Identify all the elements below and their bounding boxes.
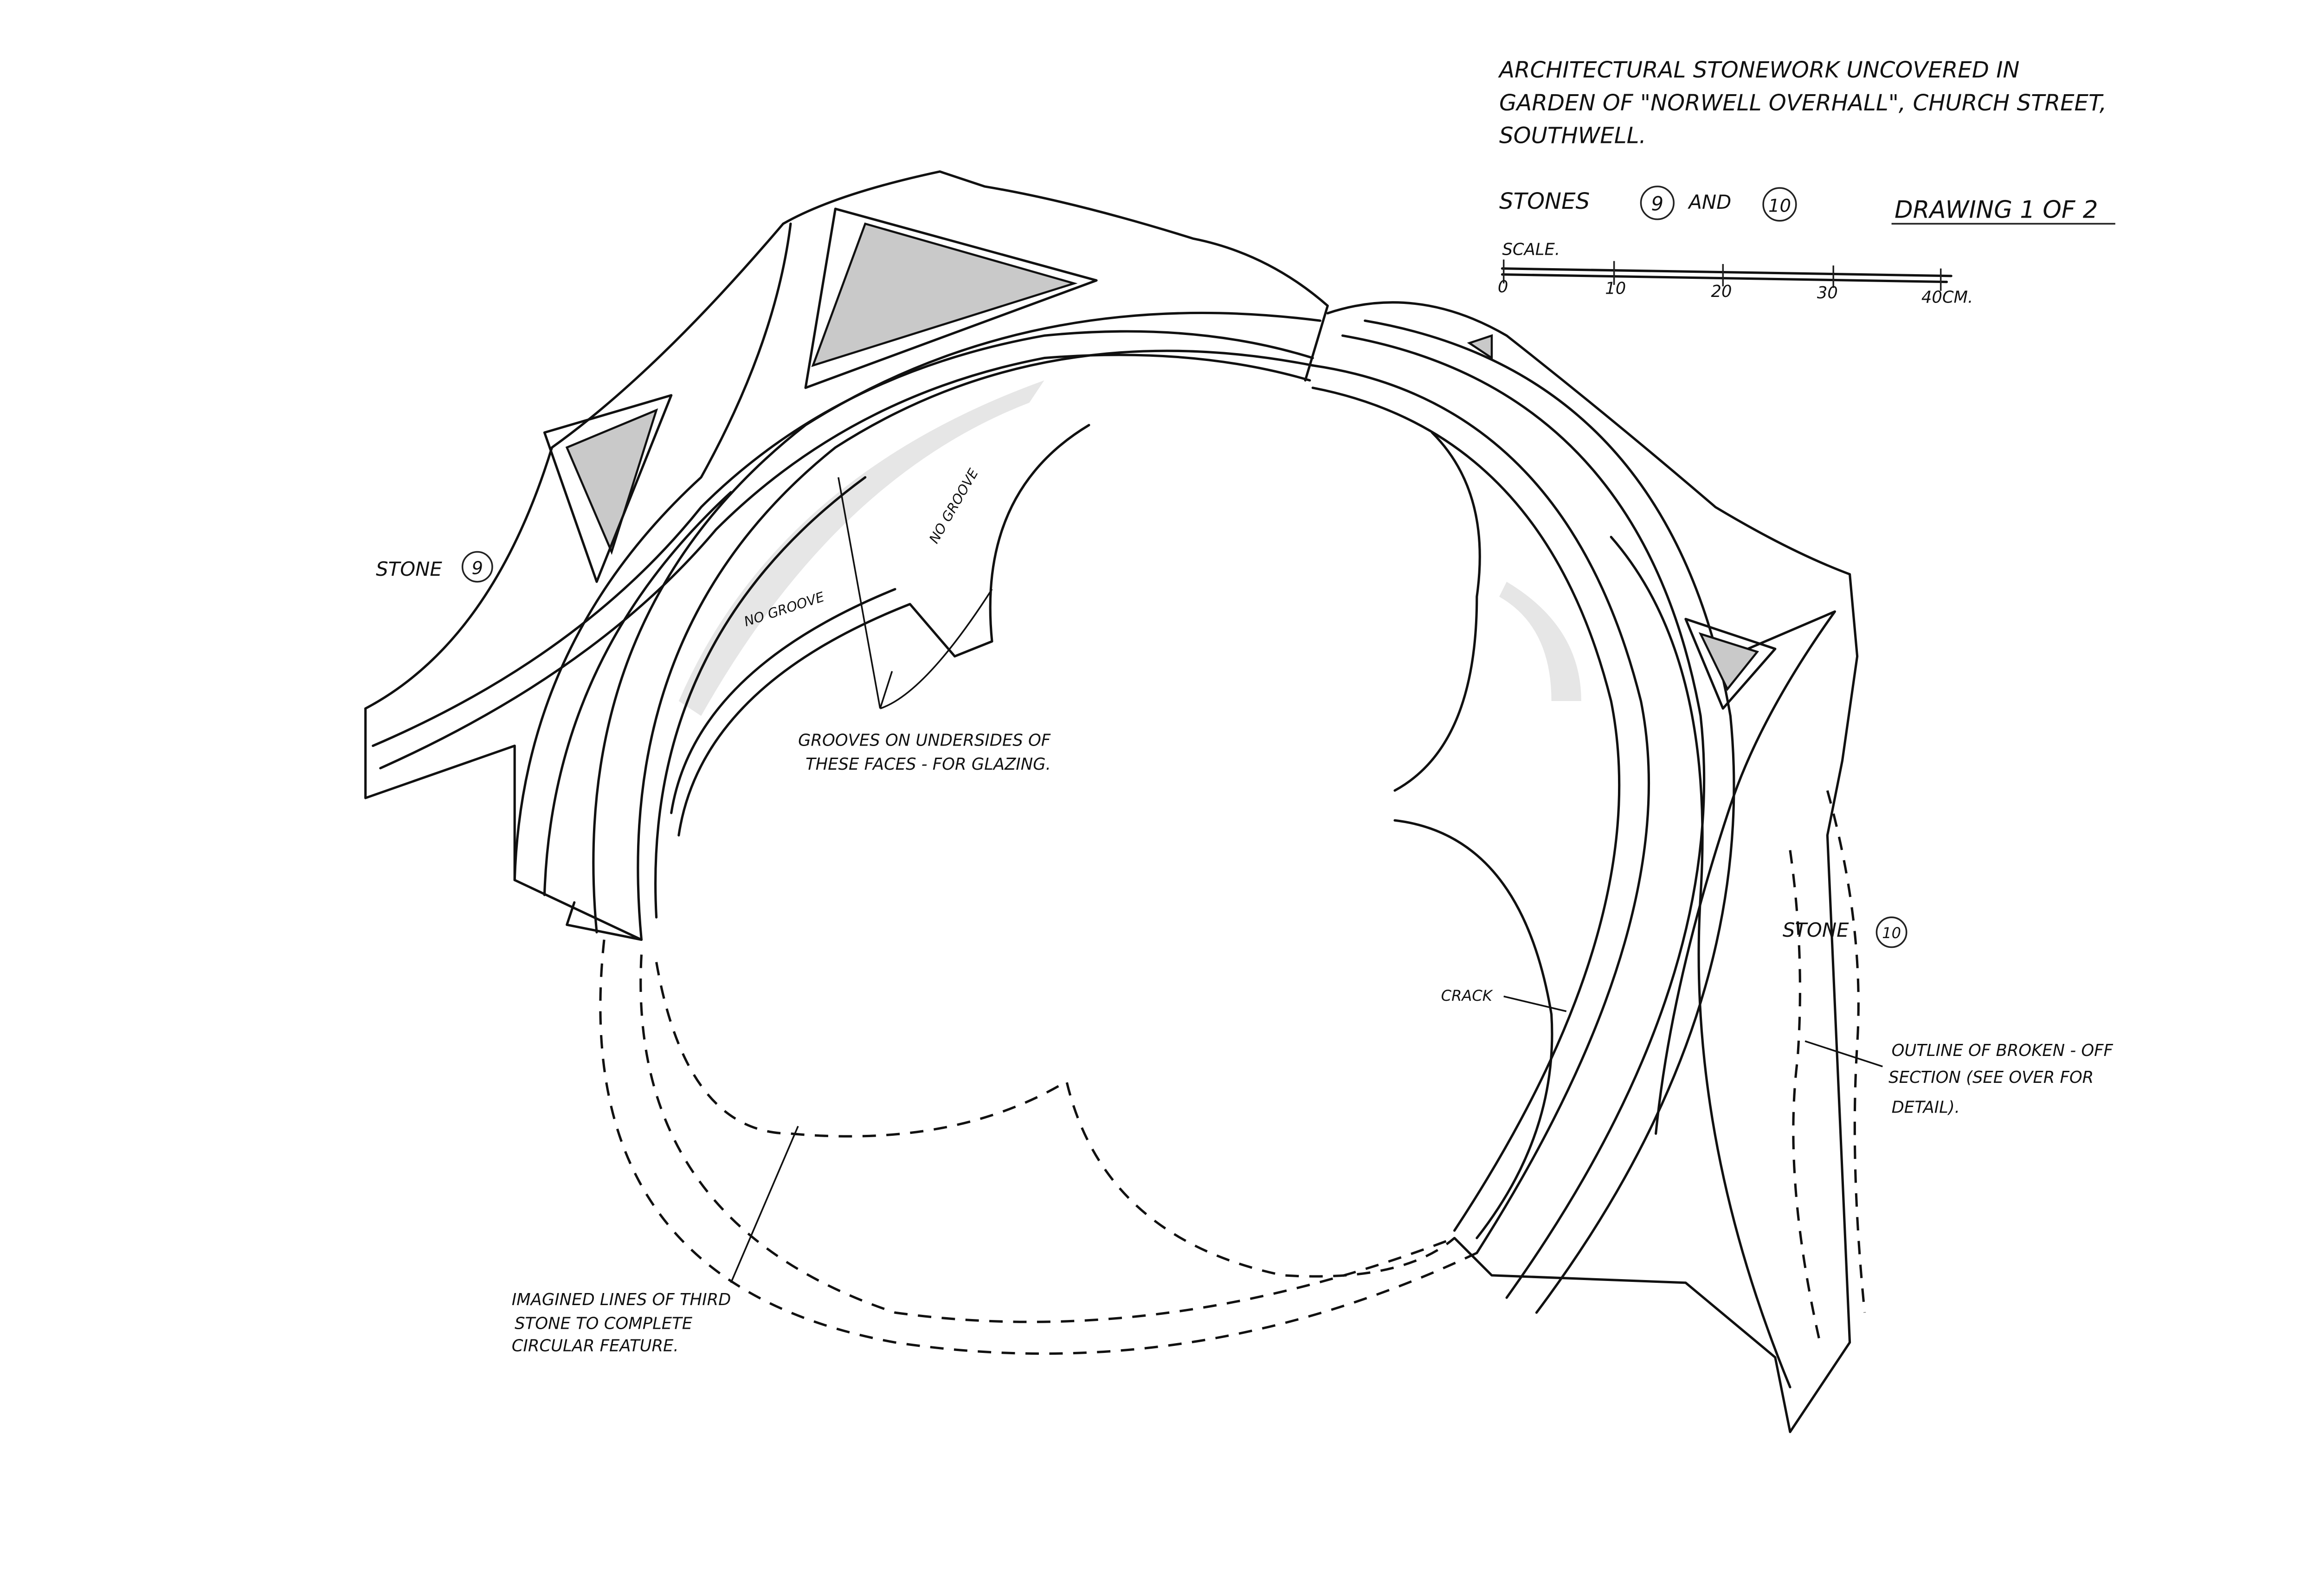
outline-label-line-2: SECTION (SEE OVER FOR xyxy=(1888,1068,2094,1087)
title-block: ARCHITECTURAL STONEWORK UNCOVERED IN GAR… xyxy=(1498,57,2115,225)
outline-label-line-1: OUTLINE OF BROKEN - OFF xyxy=(1892,1041,2114,1060)
title-line-2: GARDEN OF "NORWELL OVERHALL", CHURCH STR… xyxy=(1499,90,2107,116)
stone-10-label: STONE xyxy=(1783,919,1849,941)
stone-10-label-circle-icon xyxy=(1875,916,1908,948)
scale-tick-40: 40CM. xyxy=(1921,288,1973,307)
stone-a-number: 9 xyxy=(1651,192,1664,215)
stone-9-label-circle-icon xyxy=(461,551,493,583)
stone-b-number: 10 xyxy=(1768,196,1791,217)
imagined-label-line-3: CIRCULAR FEATURE. xyxy=(512,1337,679,1356)
title-line-1: ARCHITECTURAL STONEWORK UNCOVERED IN xyxy=(1498,57,2019,83)
and-label: AND xyxy=(1687,191,1731,213)
stone-9-drawing xyxy=(364,170,1329,941)
stone-10-circle-icon xyxy=(1762,187,1797,222)
scale-label: SCALE. xyxy=(1502,240,1560,259)
no-groove-label-2: NO GROOVE xyxy=(926,466,982,546)
imagined-label-line-1: IMAGINED LINES OF THIRD xyxy=(512,1290,731,1309)
stone-9-label: STONE xyxy=(376,558,442,580)
stone-10-number: 10 xyxy=(1882,924,1901,942)
drawing-number: DRAWING 1 OF 2 xyxy=(1895,196,2098,224)
imagined-third-stone xyxy=(599,940,1477,1355)
grooves-label-line-1: GROOVES ON UNDERSIDES OF xyxy=(798,731,1051,750)
scale-bar: SCALE. 0 10 20 30 40CM. xyxy=(1498,240,1973,307)
scale-tick-30: 30 xyxy=(1817,283,1838,302)
scale-tick-20: 20 xyxy=(1711,282,1732,301)
stone-10-drawing xyxy=(1311,301,1866,1433)
imagined-label-line-2: STONE TO COMPLETE xyxy=(515,1314,693,1333)
title-line-3: SOUTHWELL. xyxy=(1499,123,1646,149)
stone-9-circle-icon xyxy=(1640,186,1675,220)
stones-label: STONES xyxy=(1499,188,1590,214)
outline-label-line-3: DETAIL). xyxy=(1892,1098,1960,1117)
stone-9-number: 9 xyxy=(472,558,483,579)
scale-tick-10: 10 xyxy=(1605,279,1626,298)
crack-label: CRACK xyxy=(1441,987,1494,1004)
grooves-label-line-2: THESE FACES - FOR GLAZING. xyxy=(806,755,1051,774)
scale-tick-0: 0 xyxy=(1498,277,1508,296)
